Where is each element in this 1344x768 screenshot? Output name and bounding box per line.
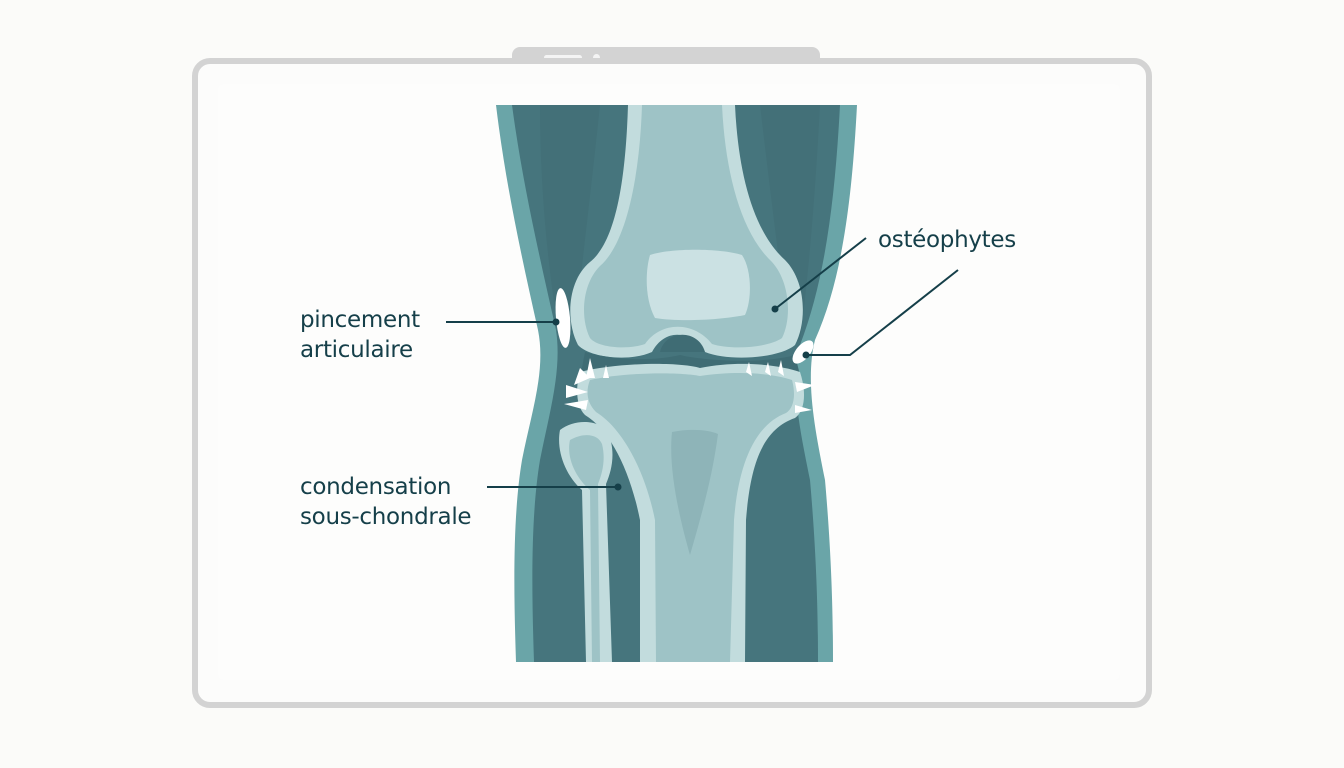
label-line: articulaire: [300, 337, 413, 363]
patella: [646, 249, 750, 321]
tablet-speaker-slot: [544, 55, 582, 60]
subchondral-sclerosis-area: [671, 429, 718, 555]
tablet-camera-dot: [593, 54, 600, 61]
label-line: pincement: [300, 307, 420, 333]
label-osteophytes: ostéophytes: [878, 227, 1016, 253]
leader-lines: [446, 237, 959, 488]
leader-dots: [552, 305, 810, 491]
osteophytes: [555, 288, 815, 413]
label-line: sous-chondrale: [300, 504, 472, 530]
label-line: condensation: [300, 474, 452, 500]
label-subchondral-sclerosis: condensation sous-chondrale: [300, 472, 472, 532]
intercondylar-notch: [660, 334, 705, 352]
label-joint-space-narrowing: pincement articulaire: [300, 305, 420, 365]
